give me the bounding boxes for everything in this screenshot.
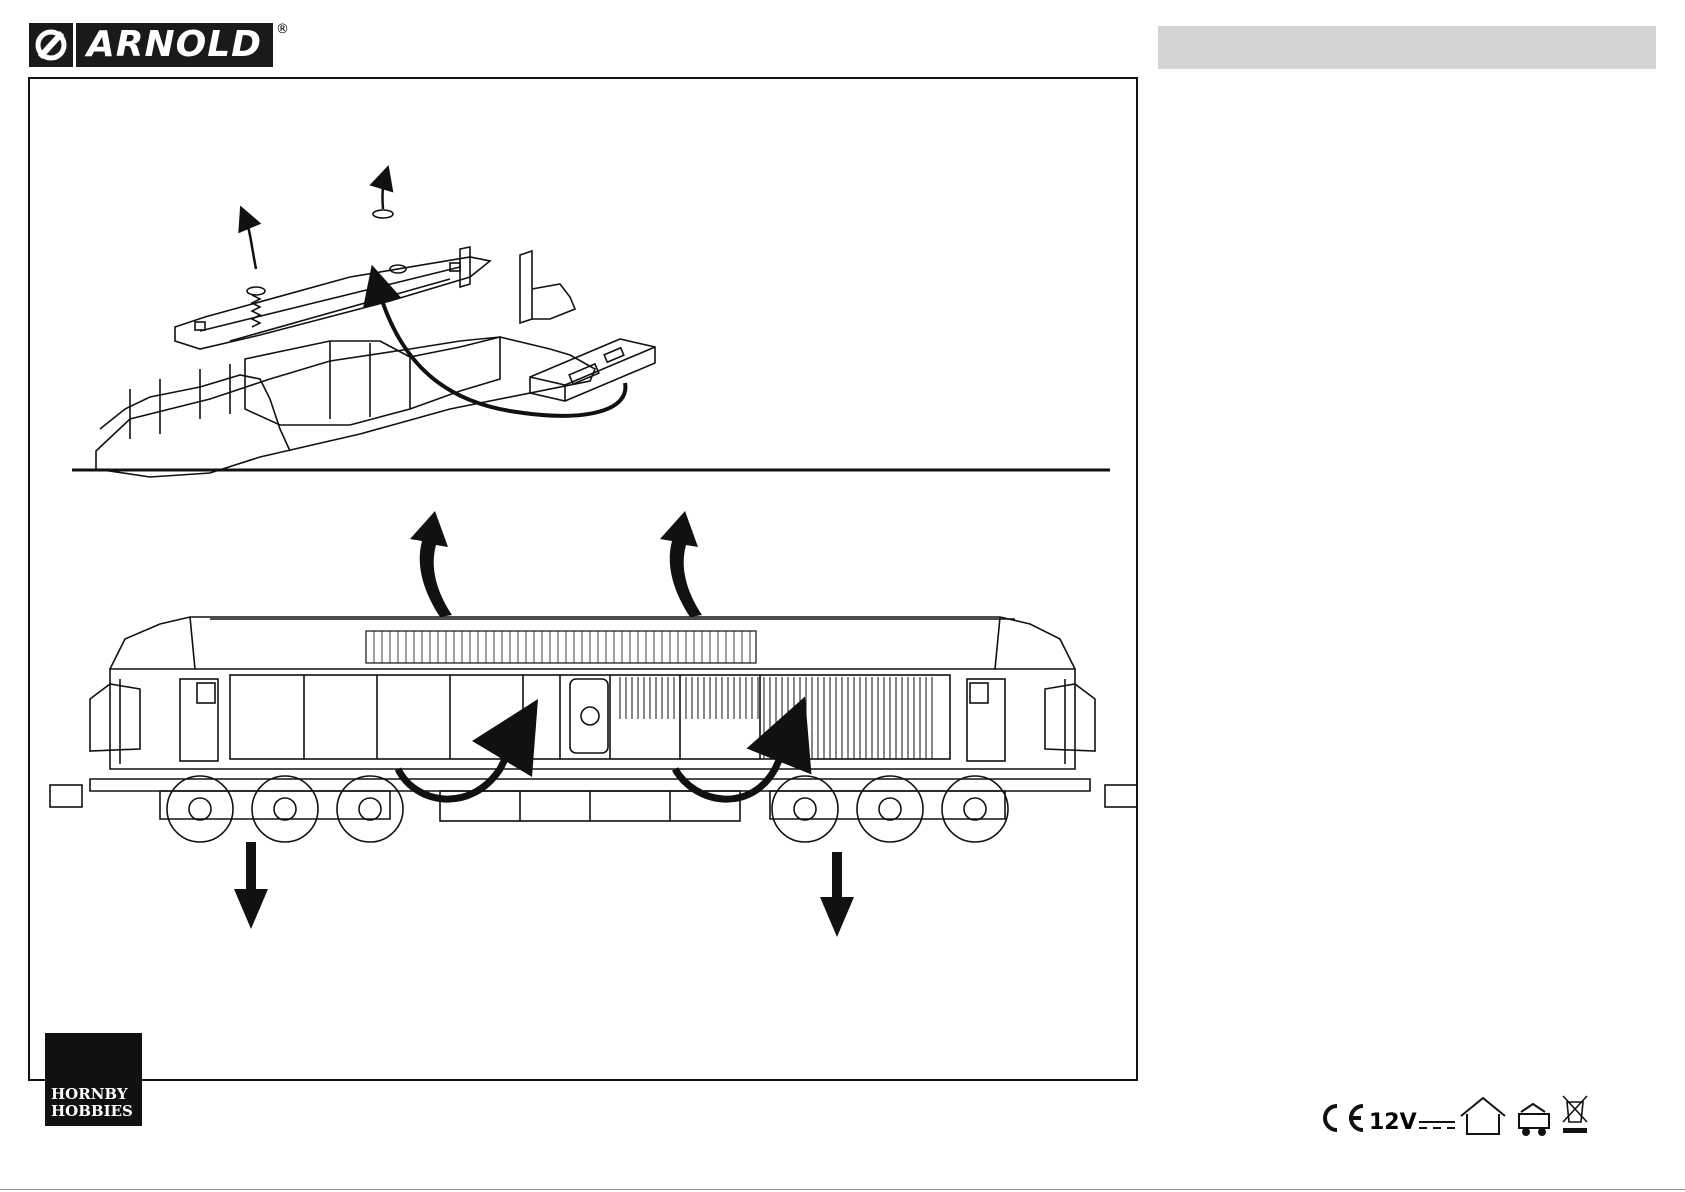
clip-release-arrows xyxy=(398,729,792,799)
bogie-down-arrows xyxy=(234,842,854,937)
arnold-slash-icon xyxy=(29,23,73,67)
certification-icons: 12V xyxy=(1315,1092,1595,1140)
locomotive-drawing xyxy=(50,617,1136,842)
decoder-wire-arrow xyxy=(377,284,625,416)
instruction-illustration xyxy=(30,79,1136,1079)
header-gray-bar xyxy=(1158,26,1656,69)
body-lift-arrows xyxy=(410,511,702,617)
hornby-hobbies-logo: HORNBY HOBBIES xyxy=(45,1033,142,1126)
arnold-wordmark: ARNOLD xyxy=(76,23,273,67)
lift-arrows xyxy=(245,177,385,269)
arnold-logo: ARNOLD xyxy=(29,23,273,67)
publisher-line2: HOBBIES xyxy=(51,1103,142,1120)
page-bottom-rule xyxy=(0,1189,1685,1190)
chassis-drawing xyxy=(96,210,595,477)
publisher-line1: HORNBY xyxy=(51,1086,142,1103)
weee-bin-icon xyxy=(1315,1092,1595,1140)
registered-mark: ® xyxy=(276,22,289,37)
instruction-frame xyxy=(28,77,1138,1081)
